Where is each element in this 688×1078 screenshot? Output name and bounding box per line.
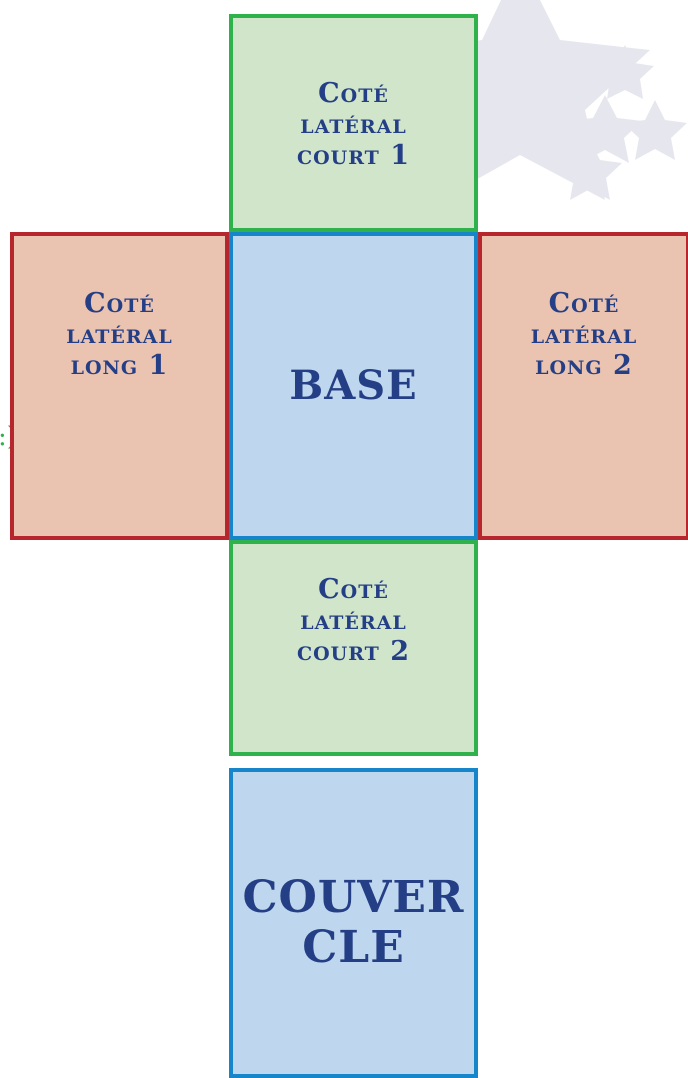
base-panel: BASE [229, 232, 478, 540]
long-side-panel-1-label: Coté latéral long 1 [66, 288, 173, 381]
label-line: long 1 [70, 350, 169, 381]
label-line: BASE [289, 362, 418, 409]
long-side-panel-2: Coté latéral long 2 [478, 232, 688, 540]
label-line: court 2 [296, 636, 411, 667]
long-side-panel-1: Coté latéral long 1 [10, 232, 229, 540]
long-side-panel-2-label: Coté latéral long 2 [531, 288, 638, 381]
label-line: Coté [84, 288, 155, 319]
label-line: latéral [66, 319, 173, 350]
label-line: latéral [300, 605, 407, 636]
base-panel-label: BASE [289, 364, 417, 408]
label-line: Coté [548, 288, 620, 319]
label-line: latéral [300, 109, 407, 140]
short-side-panel-1-label: Coté latéral court 1 [297, 78, 410, 171]
lid-panel-label: COUVER CLE [243, 873, 465, 973]
label-line: long 2 [535, 350, 633, 381]
label-line: Coté [318, 574, 389, 605]
label-line: latéral [530, 319, 638, 350]
label-line: COUVER [242, 872, 465, 923]
short-side-panel-2-label: Coté latéral court 2 [297, 574, 410, 667]
label-line: CLE [302, 922, 405, 973]
short-side-panel-1: Coté latéral court 1 [229, 14, 478, 232]
short-side-panel-2: Coté latéral court 2 [229, 540, 478, 756]
label-line: Coté [318, 78, 389, 109]
lid-panel: COUVER CLE [229, 768, 478, 1078]
label-line: court 1 [296, 140, 411, 171]
